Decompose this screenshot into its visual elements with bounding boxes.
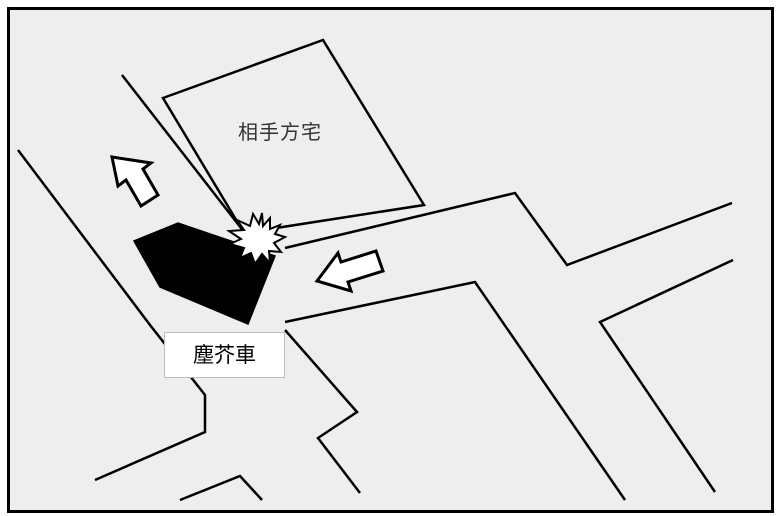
arrow-outline-icon [314,249,385,294]
road-edge-upper-left [121,74,242,229]
road-edge-left [17,149,207,482]
house-label: 相手方宅 [238,120,322,144]
diagram-frame [7,7,774,513]
house-plot [161,38,427,235]
collision-starburst-icon [225,211,288,267]
arrow-outline-icon [110,155,161,209]
road-lines [17,74,734,502]
car-silhouette-icon [132,222,276,325]
road-edge-lower-left [179,474,263,502]
car-label: 塵芥車 [164,332,285,378]
road-edge-center-block-inner [284,329,361,494]
road-edge-upper-right [284,191,733,267]
road-edge-right-block [598,258,734,493]
road-edge-center-block [284,280,627,501]
